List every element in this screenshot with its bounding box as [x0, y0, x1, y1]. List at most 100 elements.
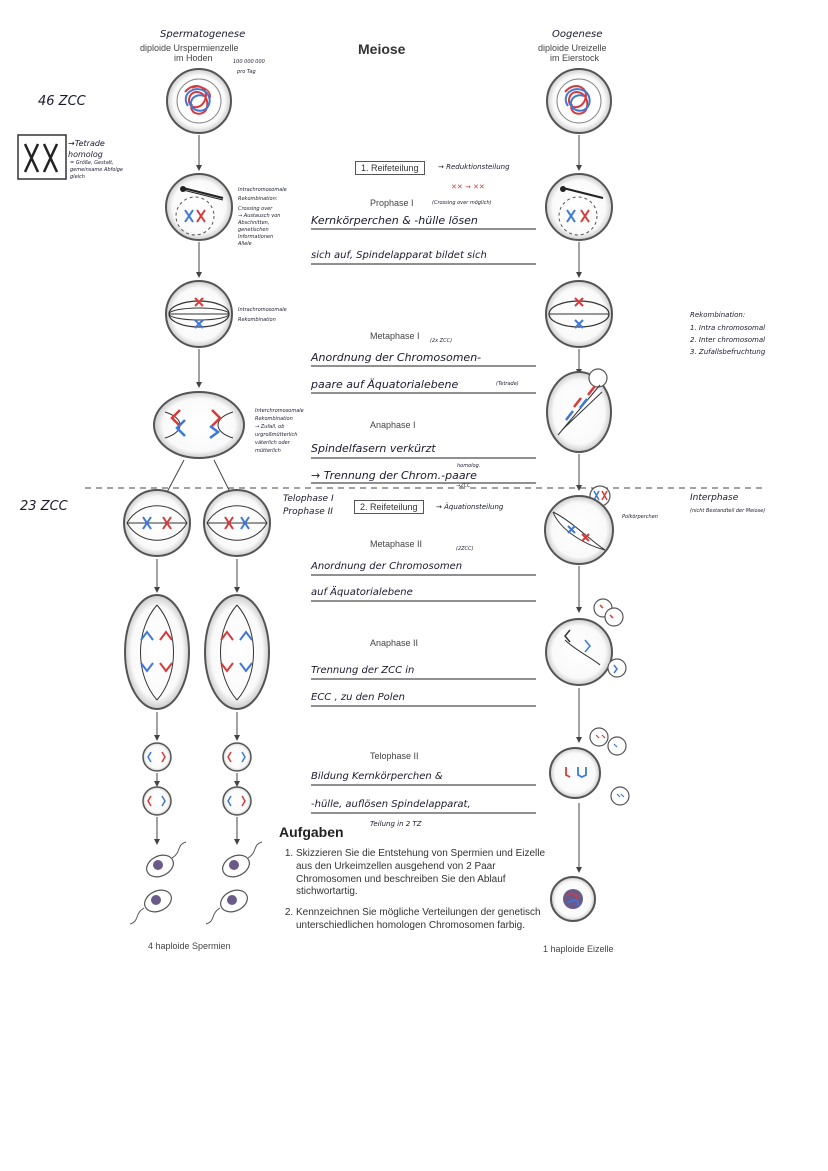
anaphase-2-label: Anaphase II: [370, 638, 419, 648]
rekombination-item-1: 1. Intra chromosomal: [690, 324, 766, 332]
task-item: Kennzeichnen Sie mögliche Verteilungen d…: [296, 907, 549, 933]
reifeteilung-1-label: 1. Reifeteilung: [355, 161, 425, 175]
metaphase-2-zcc: (2ZCC): [456, 546, 474, 552]
telophase-2-label: Telophase II: [370, 751, 419, 761]
metaphase-1-answer-1: Anordnung der Chromosomen-: [311, 351, 482, 364]
tasks-list: Skizzieren Sie die Entstehung von Spermi…: [279, 848, 549, 933]
homolog-desc-1: = Größe, Gestalt,: [70, 160, 114, 166]
egg-cell-metaphase-1: [545, 280, 613, 348]
page-title: Meiose: [358, 41, 406, 57]
sperm-cell-metaphase-2-b: [203, 489, 271, 557]
anaphase-1-zcc: →ZCC: [456, 483, 471, 489]
egg-cell-telophase-2: [549, 727, 630, 806]
anaphase-2-answer-1: Trennung der ZCC in: [311, 665, 415, 676]
intra-note-1h: Allele: [238, 241, 252, 247]
tasks-heading: Aufgaben: [279, 824, 344, 840]
anaphase-1-homolog: homolog.: [457, 463, 481, 469]
egg-caption: 1 haploide Eizelle: [543, 944, 614, 954]
interphase-label: Interphase: [690, 493, 739, 503]
sperm-cell-anaphase-2-a: [124, 594, 190, 710]
reifeteilung-2-note: → Äquationsteilung: [436, 503, 504, 511]
rekombination-title: Rekombination:: [690, 311, 746, 319]
intra-note-1c: Crossing over: [238, 206, 273, 212]
metaphase-2-answer-1: Anordnung der Chromosomen: [311, 561, 463, 572]
sperm-cell-anaphase-2-b: [204, 594, 270, 710]
prophase-1-note: (Crossing over möglich): [432, 200, 492, 206]
intra-note-1e: Abschnitten,: [238, 220, 270, 226]
metaphase-1-zcc: (2x ZCC): [430, 338, 453, 344]
egg-cell-prophase-1: [545, 173, 613, 241]
sperm-cell-interphase: [166, 68, 232, 134]
inter-note-b: Rekombination: [255, 416, 293, 422]
sperm-telophase-cells: [142, 742, 252, 816]
telophase-2-answer-2: -hülle, auflösen Spindelapparat,: [311, 799, 471, 810]
sperm-cell-metaphase-2-a: [123, 489, 191, 557]
inter-note-a: Interchromosomale: [255, 408, 304, 414]
oogenese-heading: Oogenese: [552, 29, 603, 40]
intra-note-1d: → Austausch von: [238, 213, 281, 219]
mature-egg-cell: [550, 876, 596, 922]
oogenese-sub1: diploide Ureizelle: [538, 43, 607, 53]
homolog-desc-3: gleich: [70, 174, 85, 180]
metaphase-2-answer-2: auf Äquatorialebene: [311, 587, 413, 598]
sperm-per-day-note: pro Tag: [237, 69, 256, 75]
inter-note-d: urgroßmütterlich: [255, 432, 298, 438]
spermatogenese-sub1: diploide Urspermienzelle: [140, 43, 239, 53]
metaphase-1-tetrade: (Tetrade): [496, 381, 519, 387]
spermatogenese-heading: Spermatogenese: [160, 29, 246, 40]
rekombination-item-3: 3. Zufallsbefruchtung: [690, 348, 766, 356]
anaphase-1-label: Anaphase I: [370, 420, 416, 430]
intra-note-1a: Intrachromosomale: [238, 187, 287, 193]
intra-note-1f: genetischen: [238, 227, 269, 233]
intra-note-1b: Rekombination:: [238, 196, 278, 202]
homolog-label: homolog: [68, 150, 103, 159]
spermatozoa: [129, 841, 263, 925]
oogenese-sub2: im Eierstock: [550, 53, 600, 63]
tetrade-label: →Tetrade: [68, 139, 105, 148]
telophase-1-label: Telophase I: [283, 494, 334, 504]
reifeteilung-1-note: → Reduktionsteilung: [438, 163, 510, 171]
tasks-section: Aufgaben Skizzieren Sie die Entstehung v…: [279, 824, 549, 941]
anaphase-1-answer-2: → Trennung der Chrom.-paare: [311, 469, 477, 482]
sperm-count-note: 100 000 000: [233, 59, 265, 65]
anaphase-1-answer-1: Spindelfasern verkürzt: [311, 442, 436, 455]
inter-note-e: väterlich oder: [255, 440, 290, 446]
metaphase-1-answer-2: paare auf Äquatorialebene: [311, 378, 459, 391]
telophase-2-answer-3: Teilung in 2 TZ: [370, 820, 422, 828]
tetrade-icon: [17, 134, 67, 180]
polkoerperchen-label: Polkörperchen: [622, 514, 658, 520]
spermatogenese-sub2: im Hoden: [174, 53, 213, 63]
sperm-cell-prophase-1: [165, 173, 233, 241]
answer-lines: [311, 228, 536, 814]
egg-cell-anaphase-1: [546, 368, 612, 453]
sperm-caption: 4 haploide Spermien: [148, 941, 231, 951]
chromosome-count-46: 46 ZCC: [38, 94, 86, 109]
task-item: Skizzieren Sie die Entstehung von Spermi…: [296, 848, 549, 899]
intra-note-2b: Rekombination: [238, 317, 276, 323]
intra-note-2a: Intrachromosomale: [238, 307, 287, 313]
egg-cell-metaphase-2: [544, 495, 614, 565]
reifeteilung-2-label: 2. Reifeteilung: [354, 500, 424, 514]
egg-cell-anaphase-2: [545, 598, 627, 686]
intra-note-1g: Informationen: [238, 234, 274, 240]
metaphase-2-label: Metaphase II: [370, 539, 423, 549]
prophase-2-label: Prophase II: [283, 507, 333, 517]
sperm-cell-metaphase-1: [165, 280, 233, 348]
inter-note-f: mütterlich: [255, 448, 281, 454]
metaphase-1-label: Metaphase I: [370, 331, 420, 341]
egg-cell-interphase: [546, 68, 612, 134]
sperm-cell-anaphase-1: [153, 391, 245, 459]
anaphase-2-answer-2: ECC , zu den Polen: [311, 692, 406, 703]
crossing-over-sketch: ✕✕ → ✕✕: [451, 183, 485, 191]
chromosome-count-23: 23 ZCC: [20, 499, 68, 514]
prophase-1-label: Prophase I: [370, 198, 414, 208]
rekombination-item-2: 2. Inter chromosomal: [690, 336, 766, 344]
prophase-1-answer-2: sich auf, Spindelapparat bildet sich: [311, 250, 487, 261]
prophase-1-answer-1: Kernkörperchen & -hülle lösen: [311, 214, 478, 227]
interphase-note: (nicht Bestandteil der Meiose): [690, 508, 766, 514]
homolog-desc-2: gemeinsame Abfolge: [70, 167, 124, 173]
inter-note-c: → Zufall, ob: [255, 424, 285, 430]
telophase-2-answer-1: Bildung Kernkörperchen &: [311, 771, 443, 782]
